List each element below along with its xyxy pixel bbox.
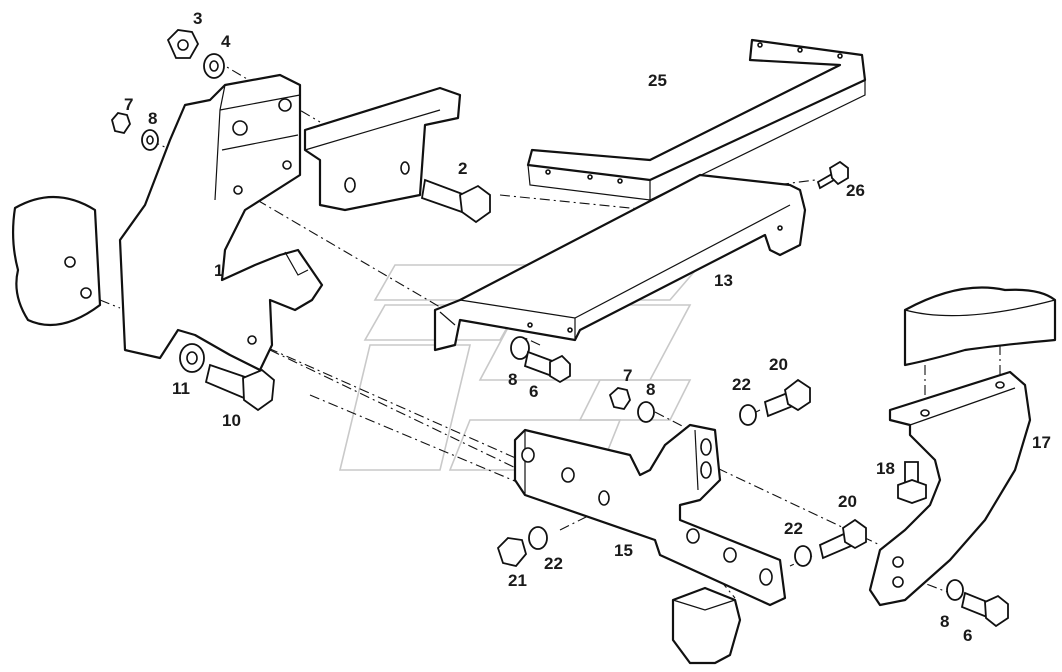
callout-labels: 1 2 3 4 6 6 7 7 8 8 8 8 10 11 13 15 17 1… <box>124 9 1051 645</box>
callout-22-upper: 22 <box>732 375 751 394</box>
callout-11: 11 <box>172 379 190 398</box>
left-weight-block <box>11 195 102 327</box>
callout-8-middle: 8 <box>508 370 517 389</box>
plate-part-15 <box>513 423 787 607</box>
fasteners <box>111 29 1009 628</box>
callout-4: 4 <box>221 32 231 51</box>
tray-part-25 <box>526 38 867 201</box>
callout-3: 3 <box>193 9 202 28</box>
lower-weight-block <box>671 586 742 665</box>
callout-13: 13 <box>714 271 733 290</box>
callout-8-left: 8 <box>148 109 157 128</box>
callout-20-lower: 20 <box>838 492 857 511</box>
callout-6-middle: 6 <box>529 382 538 401</box>
callout-6-right: 6 <box>963 626 972 645</box>
callout-7-left: 7 <box>124 95 133 114</box>
callout-10: 10 <box>222 411 241 430</box>
callout-7-middle: 7 <box>623 366 632 385</box>
callout-20-upper: 20 <box>769 355 788 374</box>
callout-22-lower: 22 <box>784 519 803 538</box>
callout-15: 15 <box>614 541 633 560</box>
channel-part-13 <box>433 173 807 352</box>
callout-2: 2 <box>458 159 467 178</box>
main-bracket-part-1 <box>118 73 324 372</box>
callout-1: 1 <box>214 261 223 280</box>
callout-8-center: 8 <box>646 380 655 399</box>
callout-8-right: 8 <box>940 612 949 631</box>
callout-17: 17 <box>1032 433 1051 452</box>
callout-18: 18 <box>876 459 895 478</box>
callout-26: 26 <box>846 181 865 200</box>
right-bracket-part-17 <box>868 370 1032 607</box>
callout-25: 25 <box>648 71 667 90</box>
upper-weight-block <box>303 86 462 212</box>
callout-21: 21 <box>508 571 527 590</box>
callout-22-bottom: 22 <box>544 554 563 573</box>
right-weight-block <box>903 286 1057 367</box>
